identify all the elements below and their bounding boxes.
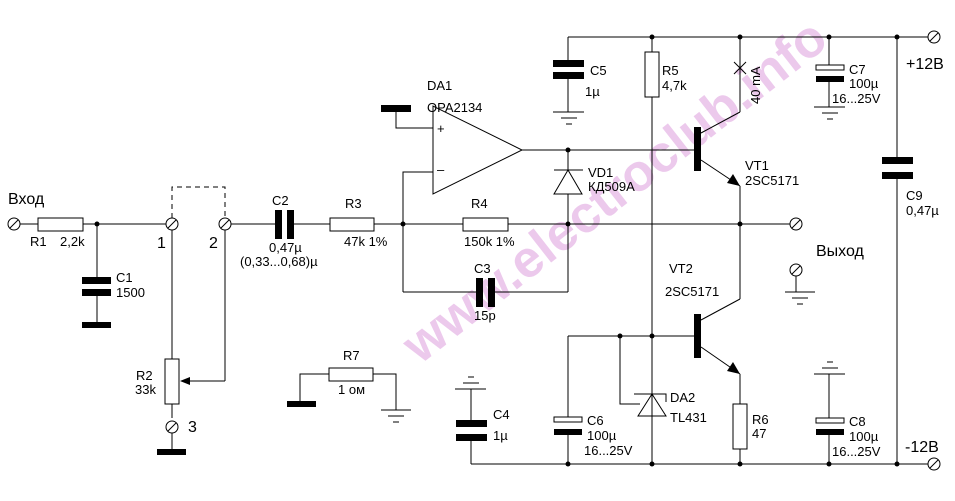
r7-ref: R7 [343,348,360,363]
c1-ref: C1 [116,270,133,285]
da1-value: OPA2134 [427,100,482,115]
vt1-value: 2SC5171 [745,173,799,188]
r1-value: 2,2k [60,234,85,249]
r1-ref: R1 [30,234,47,249]
current-annotation: 40 mA [748,66,763,104]
pin-1-label: 1 [157,235,166,252]
c8-ref: C8 [849,414,866,429]
transistor-vt2 [694,314,701,358]
minus-supply-label: -12В [905,439,939,456]
c9-ref: C9 [906,188,923,203]
resistor-r7 [328,367,374,382]
r5-value: 4,7k [662,78,687,93]
c1-value: 1500 [116,285,145,300]
transistor-vt1 [694,127,701,171]
input-terminal [7,217,21,231]
c7-ref: C7 [849,62,866,77]
reference-da2 [637,393,667,417]
ground-bar [157,449,186,455]
c7-value: 100µ [849,76,879,91]
ground-bar [82,322,111,328]
capacitor-c7 [815,64,845,71]
r4-value: 150k 1% [464,234,515,249]
r6-ref: R6 [752,412,769,427]
vt1-ref: VT1 [745,158,769,173]
c3-ref: C3 [474,261,491,276]
pin-3-label: 3 [188,419,197,436]
r7-value: 1 ом [338,382,365,397]
terminal-1 [165,217,179,231]
vd1-value: КД509А [588,179,635,194]
r3-value: 47k 1% [344,234,388,249]
terminal-2 [218,217,232,231]
opamp-da1 [432,105,524,195]
wiper-arrow [180,377,190,385]
output-ground-terminal [789,263,803,277]
jumper-dashed [171,186,226,218]
plus-supply-terminal [927,30,941,44]
r2-ref: R2 [136,368,153,383]
pin-2-label: 2 [209,235,218,252]
c5-value: 1µ [585,84,600,99]
c8-voltage: 16...25V [832,444,881,459]
c4-ref: C4 [493,407,510,422]
capacitor-c9 [882,157,913,164]
c9-value: 0,47µ [906,203,939,218]
resistor-r6 [732,403,748,450]
r4-ref: R4 [471,196,488,211]
resistor-r5 [644,51,660,98]
capacitor-c5 [553,60,584,67]
da2-ref: DA2 [670,390,695,405]
terminal-3 [165,420,179,434]
r6-value: 47 [752,426,766,441]
c2-note: (0,33...0,68)µ [240,254,318,269]
capacitor-c2 [275,210,282,239]
plus-supply-label: +12В [906,56,944,73]
c8-value: 100µ [849,429,879,444]
ground-bar [287,401,316,407]
da1-ref: DA1 [427,78,452,93]
input-label: Вход [8,191,45,208]
opamp-plus: + [437,121,445,136]
resistor-r1 [37,217,84,232]
r3-ref: R3 [345,196,362,211]
r2-value: 33k [135,382,156,397]
capacitor-c1-plate [82,277,111,284]
c6-voltage: 16...25V [584,443,633,458]
capacitor-c8 [815,417,845,424]
c2-ref: C2 [272,193,289,208]
vt2-ref: VT2 [669,261,693,276]
minus-supply-terminal [927,457,941,471]
resistor-r3 [329,217,375,232]
vd1-ref: VD1 [588,165,613,180]
r5-ref: R5 [662,63,679,78]
c7-voltage: 16...25V [832,91,881,106]
potentiometer-r2 [164,358,180,405]
da2-value: TL431 [670,410,707,425]
output-terminal [789,217,803,231]
capacitor-c3 [476,278,483,307]
resistor-r4 [462,217,509,232]
c3-value: 15p [474,308,496,323]
opamp-minus: – [437,162,445,177]
c4-value: 1µ [493,428,508,443]
capacitor-c4 [456,420,487,427]
c5-ref: C5 [590,63,607,78]
capacitor-c6 [553,416,583,423]
vt2-value: 2SC5171 [665,284,719,299]
c6-value: 100µ [587,428,617,443]
output-label: Выход [816,243,865,260]
ground-bar [381,105,411,112]
c2-value: 0,47µ [269,240,302,255]
c6-ref: C6 [587,413,604,428]
